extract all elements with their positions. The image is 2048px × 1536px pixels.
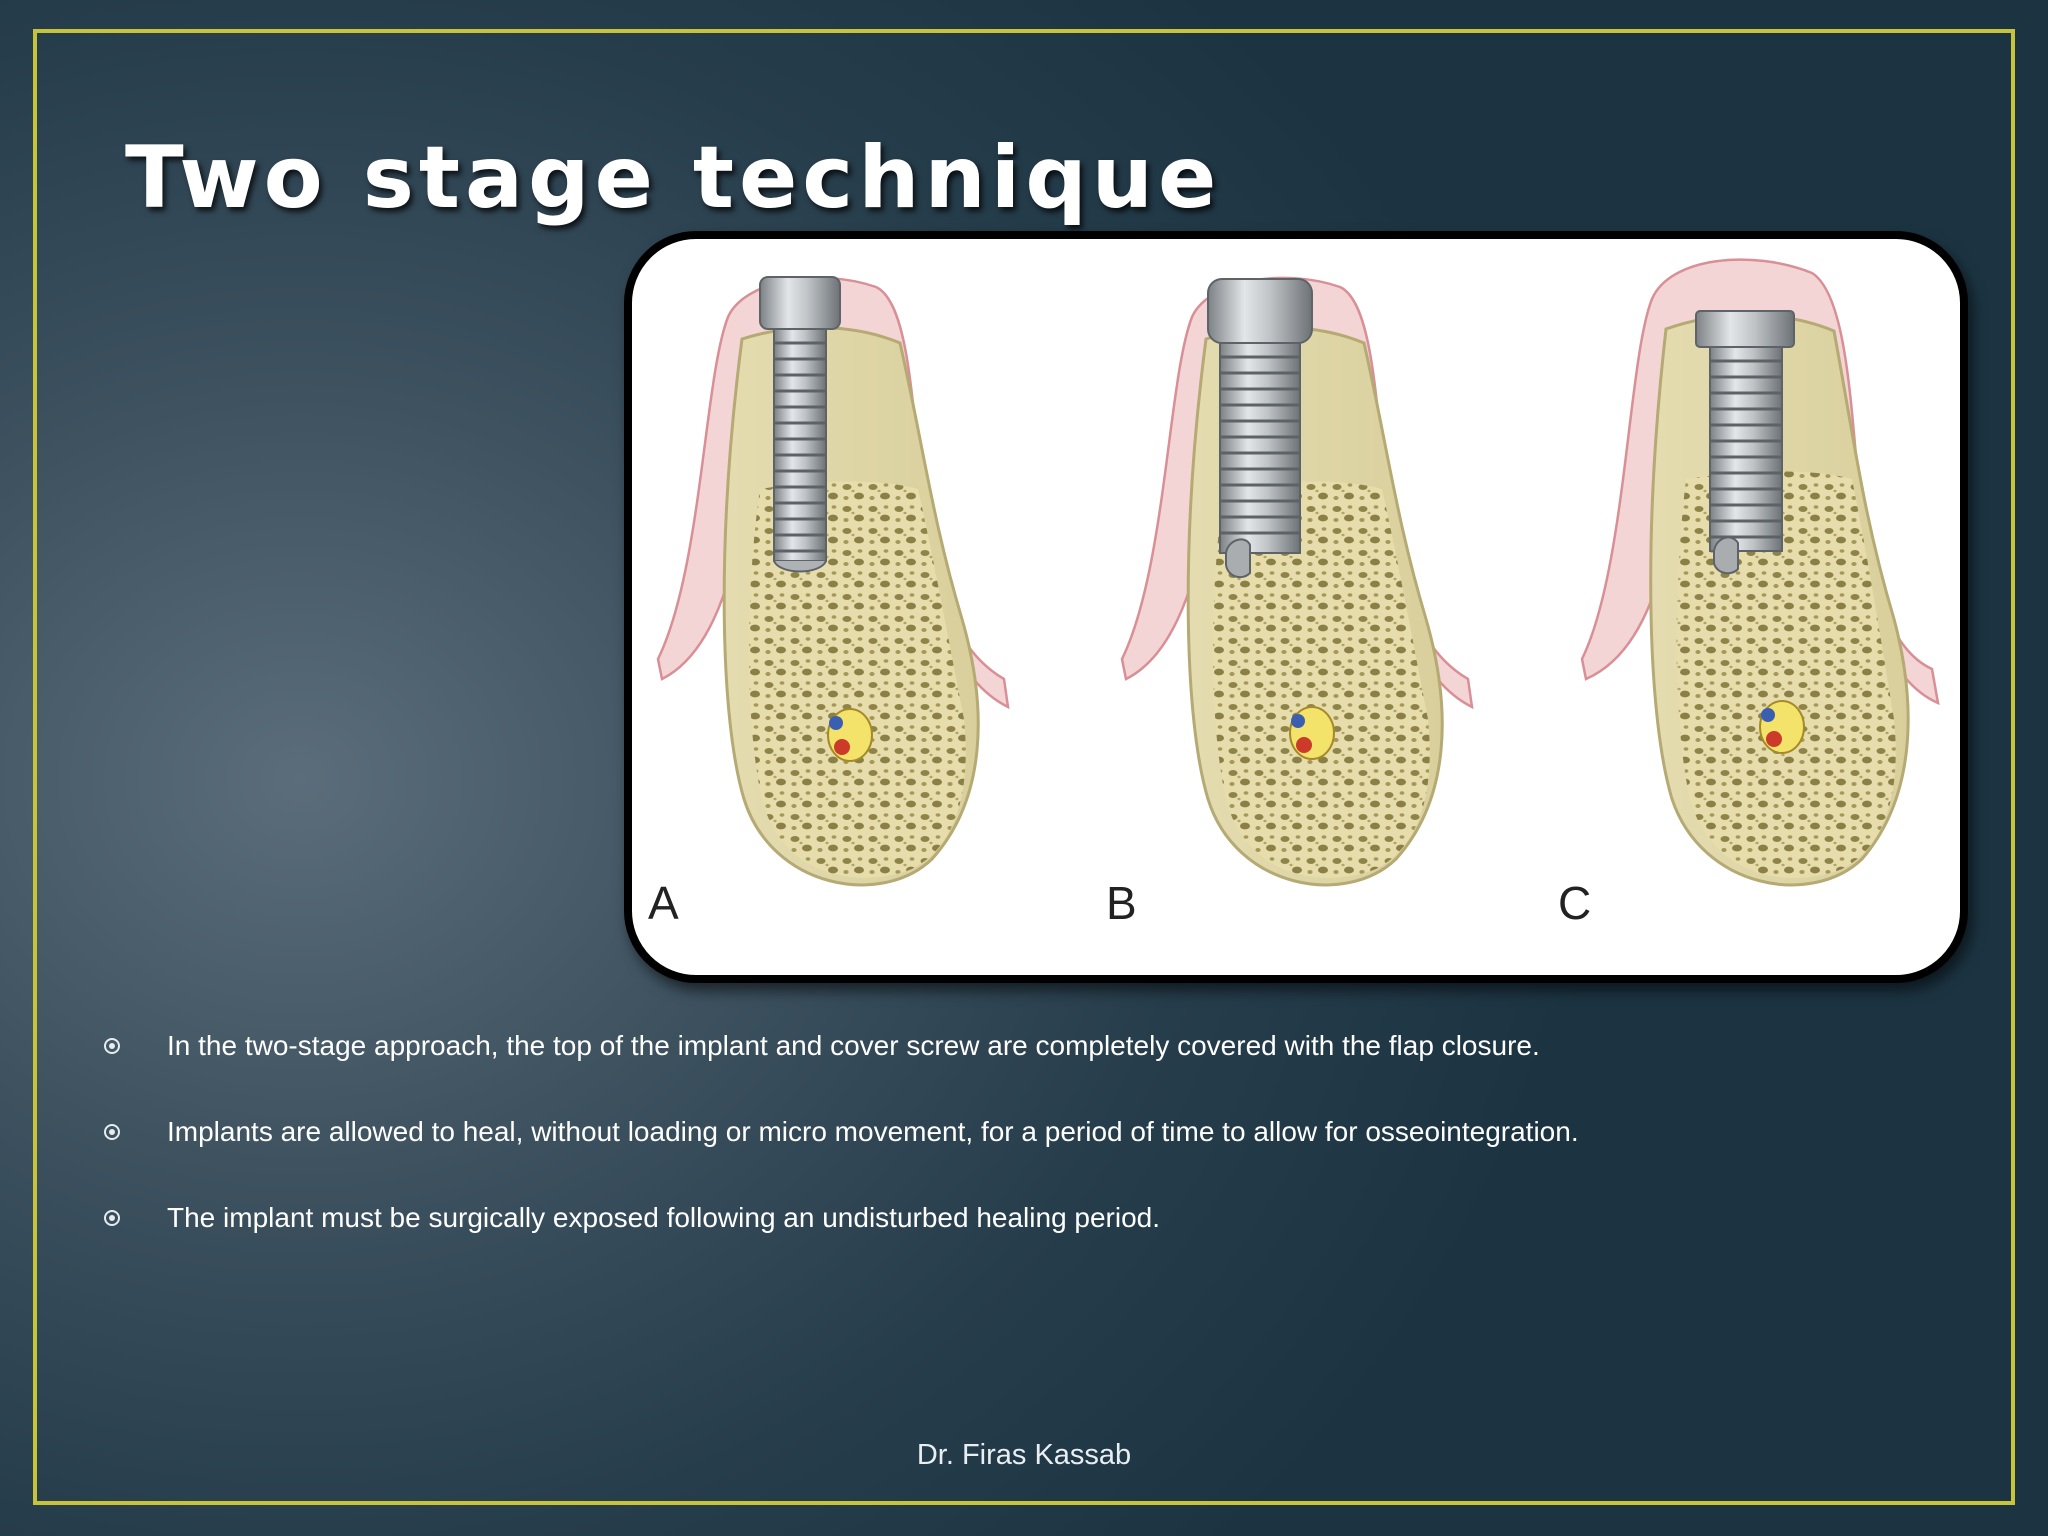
panel-b: B [1106, 276, 1474, 929]
neurovascular-bundle [1759, 700, 1805, 754]
bullet-text: The implant must be surgically exposed f… [167, 1202, 1161, 1233]
dental-implant [759, 276, 841, 573]
list-item: Implants are allowed to heal, without lo… [104, 1116, 1984, 1202]
bullet-circle-icon [104, 1210, 120, 1226]
panel-a: A [648, 276, 1010, 929]
panel-label-c: C [1558, 877, 1591, 929]
slide-title: Two stage technique [125, 128, 1222, 228]
bullet-list: In the two-stage approach, the top of th… [104, 1030, 1984, 1288]
bullet-text: In the two-stage approach, the top of th… [167, 1030, 1540, 1061]
implant-figure: A B [624, 231, 1968, 983]
dental-implant [1207, 278, 1313, 579]
list-item: In the two-stage approach, the top of th… [104, 1030, 1984, 1116]
list-item: The implant must be surgically exposed f… [104, 1202, 1984, 1288]
panel-c: C [1558, 258, 1940, 929]
neurovascular-bundle [827, 708, 873, 762]
neurovascular-bundle [1289, 706, 1335, 760]
panel-label-a: A [648, 877, 679, 929]
dental-implant [1695, 310, 1795, 575]
slide-frame [33, 29, 2015, 1505]
slide-footer: Dr. Firas Kassab [916, 1439, 1132, 1471]
bullet-circle-icon [104, 1124, 120, 1140]
panel-label-b: B [1106, 877, 1137, 929]
bullet-circle-icon [104, 1038, 120, 1054]
bullet-text: Implants are allowed to heal, without lo… [167, 1116, 1579, 1147]
